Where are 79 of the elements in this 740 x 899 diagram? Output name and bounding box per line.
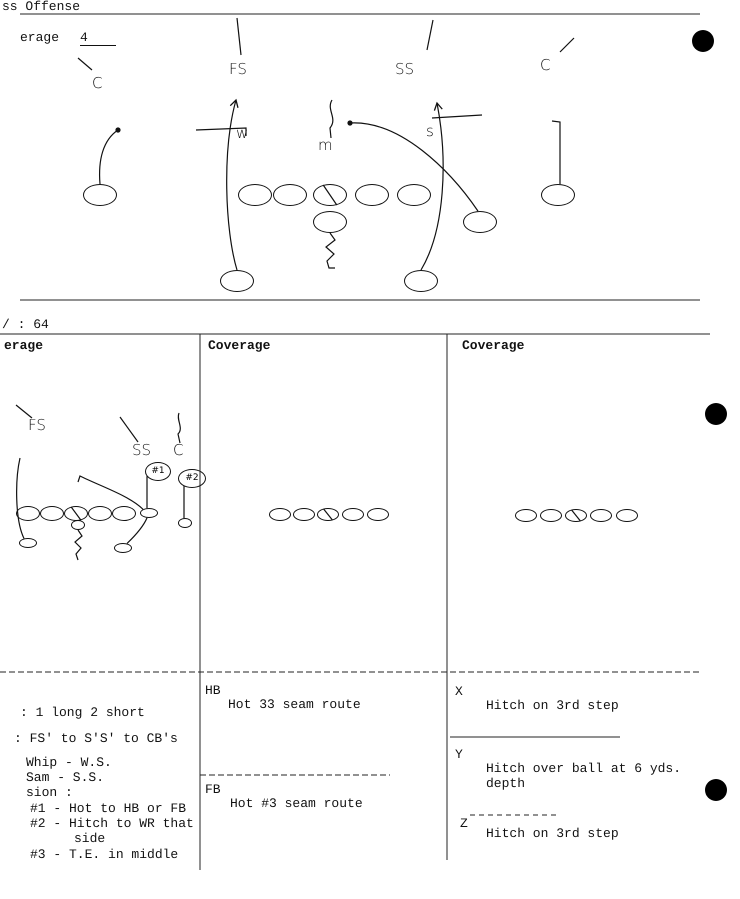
defender-label: C — [92, 76, 102, 91]
position-label: HB — [205, 683, 221, 698]
player-oval — [19, 538, 37, 548]
center-oval — [64, 506, 88, 520]
position-label: FB — [205, 782, 221, 797]
player-oval — [238, 184, 272, 206]
route-line — [16, 458, 25, 539]
route-line — [183, 486, 185, 518]
defender-label: FS — [229, 62, 247, 77]
player-oval — [273, 184, 307, 206]
route-line — [77, 475, 144, 510]
player-oval — [178, 518, 192, 528]
note-text: Sam - S.S. — [26, 770, 104, 785]
player-oval — [515, 508, 537, 522]
route-line — [99, 127, 121, 184]
player-oval — [355, 184, 389, 206]
player-oval — [71, 520, 85, 530]
note-text: #2 - Hitch to WR that side — [30, 816, 195, 846]
player-oval — [540, 508, 562, 522]
position-label: X — [455, 684, 463, 699]
route-line — [146, 476, 148, 508]
player-oval — [463, 211, 497, 233]
coverage-number: 4 — [80, 30, 116, 46]
column-heading: erage — [4, 338, 44, 353]
position-label: Y — [455, 747, 463, 762]
player-oval — [342, 508, 364, 520]
player-oval — [114, 543, 132, 553]
note-text: Whip - W.S. — [26, 755, 112, 770]
route-line — [126, 518, 148, 544]
player-oval — [88, 506, 112, 520]
defender-label: SS — [395, 62, 414, 77]
note-text: #3 - T.E. in middle — [30, 847, 178, 862]
route-line — [552, 120, 561, 184]
player-oval — [404, 270, 438, 292]
assignment-text: Hot 33 seam route — [228, 697, 361, 712]
assignment-text: Hitch on 3rd step — [486, 698, 619, 713]
player-oval — [140, 508, 158, 518]
defender-label: s — [426, 124, 434, 139]
route-line — [74, 530, 83, 560]
page-title: ss Offense — [2, 0, 80, 14]
note-text: #1 - Hot to HB or FB — [30, 801, 186, 816]
assignment-text: Hitch on 3rd step — [486, 826, 619, 841]
defender-label: C — [540, 58, 550, 73]
center-oval — [565, 508, 587, 522]
note-text: : 1 long 2 short — [20, 705, 145, 720]
numbered-circle: #2 — [178, 468, 206, 488]
player-oval — [83, 184, 117, 206]
defender-label: FS — [28, 418, 46, 433]
note-text: : FS' to S'S' to CB's — [14, 731, 178, 746]
player-oval — [16, 506, 40, 520]
player-oval — [541, 184, 575, 206]
player-oval — [112, 506, 136, 520]
assignment-text: Hitch over ball at 6 yds. depth — [486, 761, 682, 791]
player-oval — [397, 184, 431, 206]
route-line — [420, 102, 444, 270]
numbered-circle: #1 — [145, 462, 171, 480]
defender-label: SS — [132, 443, 152, 458]
player-oval — [590, 508, 612, 522]
coverage-label: erage — [20, 30, 60, 45]
column-heading: Coverage — [208, 338, 270, 353]
route-line — [347, 120, 478, 212]
defender-label: m — [318, 138, 333, 153]
route-line — [226, 99, 239, 270]
route-line — [325, 232, 336, 269]
assignment-text: Hot #3 seam route — [230, 796, 363, 811]
player-oval — [616, 508, 638, 522]
column-heading: Coverage — [462, 338, 524, 353]
player-oval — [220, 270, 254, 292]
center-oval — [313, 184, 347, 206]
player-oval — [40, 506, 64, 520]
play-number: / : 64 — [2, 317, 49, 332]
player-oval — [313, 211, 347, 233]
player-oval — [269, 508, 291, 520]
player-oval — [293, 508, 315, 520]
note-text: sion : — [26, 785, 73, 800]
player-oval — [367, 508, 389, 520]
defender-label: C — [173, 443, 184, 458]
position-label: Z — [460, 816, 468, 831]
center-oval — [317, 508, 339, 520]
